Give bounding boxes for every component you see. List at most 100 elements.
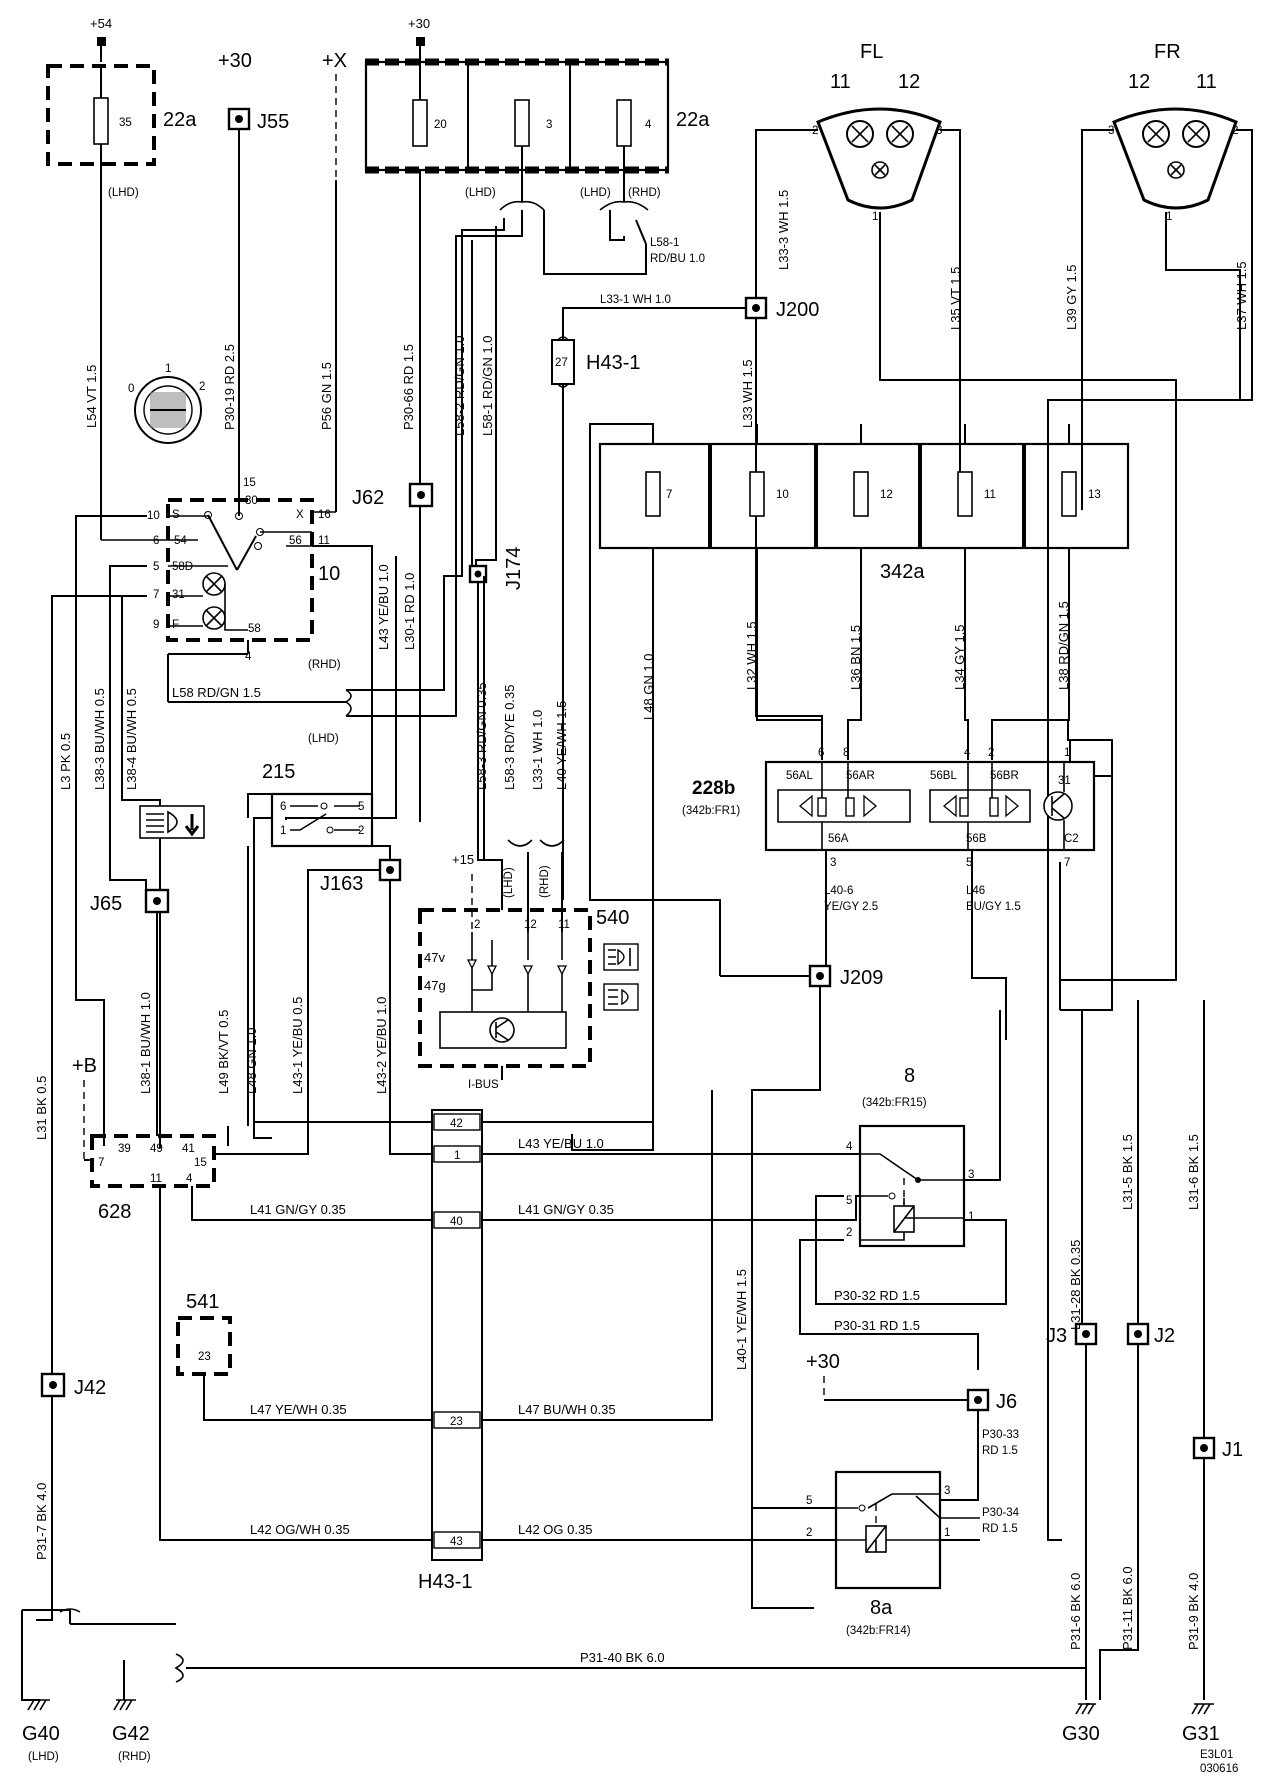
svg-text:22a: 22a (676, 109, 710, 131)
svg-text:(RHD): (RHD) (308, 659, 341, 671)
svg-text:YE/GY 2.5: YE/GY 2.5 (824, 901, 878, 913)
light-switch-10: 10 10 6 5 7 9 4 15 16 11 S 54 58D 31 F 3… (101, 477, 340, 663)
svg-text:0: 0 (128, 383, 134, 395)
svg-text:54: 54 (174, 535, 187, 547)
wire-label-l38-3: L38-3 BU/WH 0.5 (92, 688, 107, 790)
svg-text:12: 12 (898, 71, 920, 93)
svg-text:(342b:FR15): (342b:FR15) (862, 1097, 927, 1109)
svg-text:3: 3 (546, 119, 552, 131)
rear-fog-light-icon (603, 983, 639, 1011)
svg-text:RD 1.5: RD 1.5 (982, 1523, 1018, 1535)
svg-text:342a: 342a (880, 561, 925, 583)
svg-text:56B: 56B (966, 833, 987, 845)
svg-text:J3: J3 (1046, 1325, 1067, 1347)
svg-text:J55: J55 (257, 111, 289, 133)
wire-label-l41-b: L41 GN/GY 0.35 (518, 1202, 614, 1217)
svg-text:56BR: 56BR (990, 770, 1019, 782)
svg-text:2: 2 (806, 1527, 812, 1539)
connector-h43-1-top: 27 H43-1 (551, 336, 640, 388)
svg-text:BU/GY 1.5: BU/GY 1.5 (966, 901, 1021, 913)
svg-text:J1: J1 (1222, 1439, 1243, 1461)
svg-text:I-BUS: I-BUS (468, 1079, 499, 1091)
svg-text:20: 20 (434, 119, 447, 131)
wire-label-l42-a: L42 OG/WH 0.35 (250, 1522, 350, 1537)
svg-text:8: 8 (843, 747, 849, 759)
wire-label-l32: L32 WH 1.5 (744, 621, 759, 690)
wire-label-l35: L35 VT 1.5 (948, 267, 963, 330)
svg-text:J62: J62 (352, 487, 384, 509)
wire-label-l58-1: L58-1 RD/GN 1.0 (480, 336, 495, 436)
svg-text:1: 1 (968, 1211, 974, 1223)
svg-text:56A: 56A (828, 833, 849, 845)
svg-text:2: 2 (1232, 125, 1238, 137)
svg-text:1: 1 (1166, 211, 1172, 223)
svg-text:G30: G30 (1062, 1723, 1100, 1745)
svg-text:5: 5 (846, 1195, 852, 1207)
fuse-box-22a-left: 35 22a (LHD) (46, 64, 197, 199)
svg-text:43: 43 (450, 1536, 463, 1548)
svg-text:(LHD): (LHD) (465, 187, 496, 199)
svg-text:56AL: 56AL (786, 770, 813, 782)
svg-text:G40: G40 (22, 1723, 60, 1745)
wire-label-l58-3-a: L58-3 RD/GN 0.35 (474, 682, 489, 790)
wire-label-l48b: L48 GN 1.0 (244, 1028, 259, 1095)
svg-text:11: 11 (984, 489, 996, 501)
svg-text:(RHD): (RHD) (118, 1751, 151, 1763)
drawing-code: E3L01 (1200, 1749, 1233, 1761)
svg-text:3: 3 (830, 857, 836, 869)
svg-text:30: 30 (245, 495, 258, 507)
svg-text:11: 11 (150, 1173, 162, 1185)
wire-label-l43-2: L43-2 YE/BU 1.0 (374, 997, 389, 1094)
junction-j174: J174 (468, 547, 525, 590)
junction-j163: J163 (320, 858, 402, 895)
wire-label-l33-1: L33-1 WH 1.0 (530, 710, 545, 790)
svg-text:39: 39 (118, 1143, 131, 1155)
svg-text:(RHD): (RHD) (539, 865, 551, 898)
svg-text:628: 628 (98, 1201, 131, 1223)
svg-text:J174: J174 (503, 547, 525, 590)
svg-text:(LHD): (LHD) (503, 867, 515, 898)
svg-text:G31: G31 (1182, 1723, 1220, 1745)
junction-j2: J2 (1126, 1322, 1175, 1347)
svg-text:58D: 58D (172, 561, 193, 573)
svg-text:6: 6 (818, 747, 824, 759)
drawing-date-code: 030616 (1200, 1763, 1238, 1775)
wire-label-l40-6: L40-6 (824, 885, 853, 897)
svg-text:27: 27 (555, 357, 568, 369)
wire-label-l38-1: L38-1 BU/WH 1.0 (138, 992, 153, 1094)
svg-text:12: 12 (524, 919, 537, 931)
svg-text:541: 541 (186, 1291, 219, 1313)
wire-label-l54: L54 VT 1.5 (84, 365, 99, 428)
svg-text:(LHD): (LHD) (108, 187, 139, 199)
svg-text:J2: J2 (1154, 1325, 1175, 1347)
svg-text:9: 9 (153, 619, 159, 631)
wire-label-l47-a: L47 YE/WH 0.35 (250, 1402, 347, 1417)
fuse-box-342a: 7 10 12 11 13 342a (598, 442, 1130, 583)
junction-j42: J42 (40, 1372, 106, 1399)
supply-plus30-j55-label: +30 (218, 50, 252, 72)
svg-text:49: 49 (150, 1143, 163, 1155)
lamp-control-228b: 228b (342b:FR1) 6 8 4 2 1 56AL 56AR 56BL… (682, 747, 1096, 869)
svg-text:2: 2 (988, 747, 994, 759)
svg-text:(LHD): (LHD) (308, 733, 339, 745)
wire-label-l30-1: L30-1 RD 1.0 (402, 573, 417, 650)
wire-label-p30-31: P30-31 RD 1.5 (834, 1318, 920, 1333)
supply-plusX-label: +X (322, 50, 347, 72)
svg-text:23: 23 (198, 1351, 211, 1363)
fuse-box-22a-right: 20 3 4 22a (LHD) (LHD) (RHD) (364, 58, 710, 199)
svg-text:10: 10 (147, 510, 160, 522)
wire-label-l38: L38 RD/GN 1.5 (1056, 601, 1071, 690)
svg-text:J200: J200 (776, 299, 819, 321)
wire-label-l39: L39 GY 1.5 (1064, 264, 1079, 330)
svg-text:11: 11 (1196, 71, 1217, 93)
junction-j65: J65 (90, 888, 170, 915)
svg-text:2: 2 (199, 381, 205, 393)
wire-label-p56: P56 GN 1.5 (319, 362, 334, 430)
svg-text:6: 6 (153, 535, 159, 547)
svg-text:J209: J209 (840, 967, 883, 989)
wire-label-p31-6: P31-6 BK 6.0 (1068, 1573, 1083, 1650)
svg-text:3: 3 (936, 125, 942, 137)
wire-label-l3: L3 PK 0.5 (58, 733, 73, 790)
supply-plus54: +54 (90, 16, 112, 62)
svg-text:56AR: 56AR (846, 770, 875, 782)
